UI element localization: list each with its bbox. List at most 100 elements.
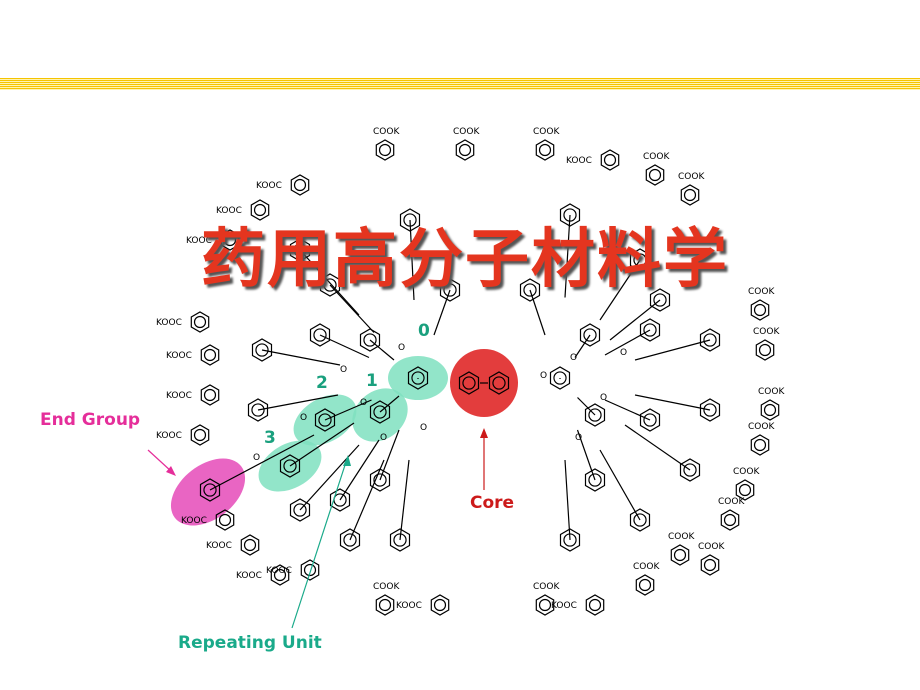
branch-ring <box>629 248 651 272</box>
branch-ring <box>319 273 341 297</box>
benzoate-ring <box>760 399 780 421</box>
carboxylate-label: COOK <box>748 287 775 297</box>
aromatic-circle <box>373 405 387 419</box>
branch-ring <box>584 468 606 492</box>
benzoate-ring <box>270 564 290 586</box>
aromatic-circle <box>243 538 257 552</box>
aromatic-circle <box>653 293 667 307</box>
aromatic-circle <box>373 473 387 487</box>
aromatic-circle <box>538 143 552 157</box>
bond <box>634 394 711 411</box>
aromatic-circle <box>683 188 697 202</box>
branch-ring <box>649 288 671 312</box>
bond <box>574 334 591 358</box>
aromatic-circle <box>643 413 657 427</box>
aromatic-circle <box>433 598 447 612</box>
aromatic-circle <box>633 253 647 267</box>
benzoate-ring <box>535 139 555 161</box>
branch-ring <box>314 408 336 432</box>
carboxylate-label: COOK <box>633 562 660 572</box>
benzoate-ring <box>190 311 210 333</box>
generation-label-1: 1 <box>366 371 378 391</box>
branch-ring <box>339 528 361 552</box>
benzoate-ring <box>375 594 395 616</box>
benzoate-ring <box>430 594 450 616</box>
carboxylate-label: KOOC <box>206 541 232 551</box>
branch-ring <box>629 508 651 532</box>
aromatic-circle <box>648 168 662 182</box>
aromatic-circle <box>411 371 425 385</box>
carboxylate-label: KOOC <box>156 318 182 328</box>
carboxylate-label: COOK <box>678 172 705 182</box>
bond <box>379 395 400 413</box>
branch-ring <box>579 323 601 347</box>
aromatic-circle <box>203 483 217 497</box>
branch-ring <box>309 323 331 347</box>
carboxylate-label: KOOC <box>236 571 262 581</box>
aromatic-circle <box>753 438 767 452</box>
carboxylate-label: KOOC <box>166 351 192 361</box>
bond <box>289 422 355 467</box>
branch-ring <box>407 366 429 390</box>
benzoate-ring <box>215 509 235 531</box>
benzoate-ring <box>200 344 220 366</box>
bond <box>634 339 711 361</box>
carboxylate-label: KOOC <box>181 516 207 526</box>
aromatic-circle <box>343 533 357 547</box>
carboxylate-label: KOOC <box>266 566 292 576</box>
carboxylate-label: COOK <box>698 542 725 552</box>
aromatic-circle <box>303 563 317 577</box>
carboxylate-label: COOK <box>453 127 480 137</box>
aromatic-circle <box>293 178 307 192</box>
branch-ring <box>251 338 273 362</box>
aromatic-circle <box>458 143 472 157</box>
oxygen-label: O <box>420 423 427 433</box>
benzoate-ring <box>220 229 240 251</box>
carboxylate-label: COOK <box>718 497 745 507</box>
bond <box>349 459 385 541</box>
aromatic-circle <box>763 403 777 417</box>
bond <box>433 289 451 336</box>
carboxylate-label: KOOC <box>216 206 242 216</box>
aromatic-circle <box>255 343 269 357</box>
generation-label-2: 2 <box>316 373 328 393</box>
bond <box>604 399 651 421</box>
aromatic-circle <box>753 303 767 317</box>
carboxylate-label: KOOC <box>551 601 577 611</box>
aromatic-circle <box>318 413 332 427</box>
bond <box>299 249 360 316</box>
bond <box>319 334 370 359</box>
aromatic-circle <box>553 371 567 385</box>
benzoate-ring <box>535 594 555 616</box>
bond <box>564 214 571 298</box>
benzoate-ring <box>290 174 310 196</box>
aromatic-circle <box>313 328 327 342</box>
aromatic-circle <box>363 333 377 347</box>
aromatic-circle <box>203 388 217 402</box>
aromatic-circle <box>323 278 337 292</box>
aromatic-circle <box>283 459 297 473</box>
aromatic-circle <box>443 283 457 297</box>
repeating-unit-arrow <box>291 461 347 629</box>
benzoate-ring <box>200 384 220 406</box>
oxygen-label: O <box>620 348 627 358</box>
bond <box>409 219 415 301</box>
bond <box>257 394 339 411</box>
generation-label-0: 0 <box>418 321 430 341</box>
benzoate-ring <box>375 139 395 161</box>
oxygen-label: O <box>380 433 387 443</box>
bond <box>329 284 375 333</box>
branch-ring <box>639 408 661 432</box>
benzoate-ring <box>700 554 720 576</box>
aromatic-circle <box>723 513 737 527</box>
bond <box>379 429 400 481</box>
bond <box>564 459 571 541</box>
aromatic-circle <box>583 328 597 342</box>
carboxylate-label: COOK <box>733 467 760 477</box>
bond <box>529 289 546 336</box>
carboxylate-label: COOK <box>373 582 400 592</box>
benzoate-ring <box>755 339 775 361</box>
core-ring <box>488 371 510 395</box>
oxygen-label: O <box>575 433 582 443</box>
bond <box>261 349 341 366</box>
